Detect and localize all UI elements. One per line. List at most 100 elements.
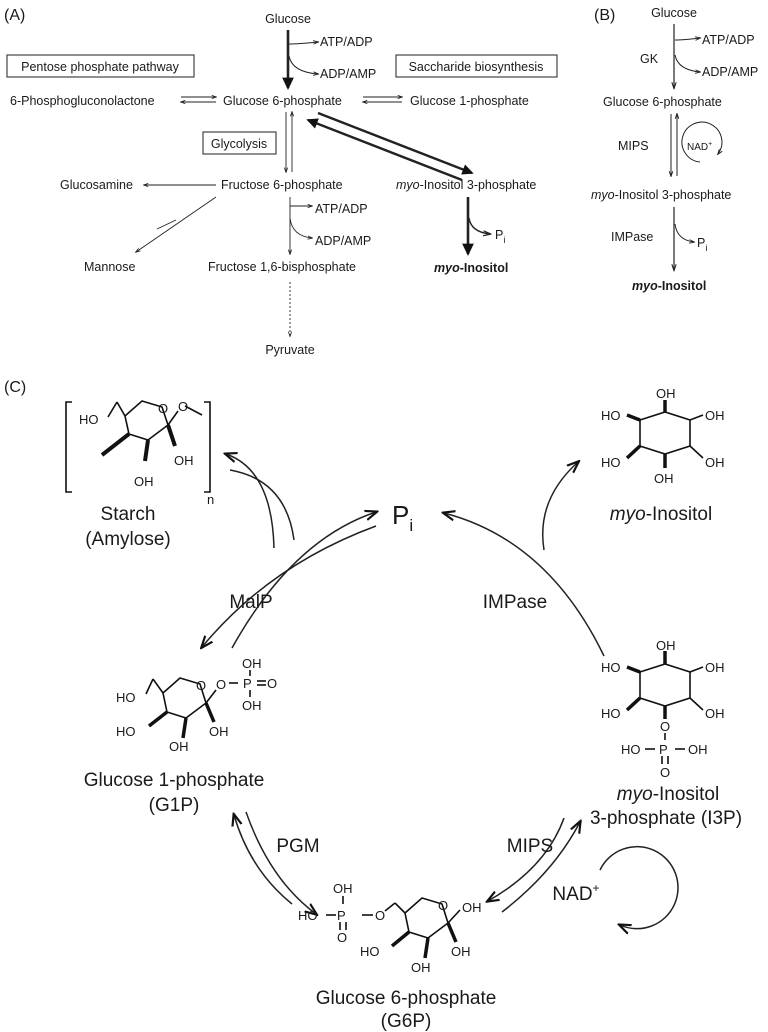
arrow-pi-to-g1p [202,525,377,647]
b-mips: MIPS [618,139,649,153]
ino-ho-left: HO [601,408,621,423]
myo-inositol-structure [625,400,704,468]
a-box-sb [395,54,558,78]
b-glucose: Glucose [651,6,697,20]
a-f6p: Fructose 6-phosphate [221,178,343,192]
a-adp-amp: ADP/AMP [320,67,376,81]
g6p-p-oh-top: OH [333,881,353,896]
nad-cycle-arrow [599,845,679,929]
a-atp-curve [288,42,318,44]
i3p-ho-left: HO [601,660,621,675]
g6p-oh-2: OH [451,944,471,959]
b-impase: IMPase [611,230,653,244]
starch-label: Starch [101,504,156,525]
a-glucosamine: Glucosamine [60,178,133,192]
starch-ring-o: O [158,401,168,416]
arrow-from-starch [229,469,295,541]
arrow-i3p-to-pi [444,513,605,657]
b-adp-amp: ADP/AMP [702,65,758,79]
i3p-structure [625,651,704,764]
ino-ho-lower-left: HO [601,455,621,470]
arrow-g6p-to-i3p [501,822,580,913]
g1p-p-o: O [267,676,277,691]
arrow-to-starch [226,454,275,549]
a-atp-adp: ATP/ADP [320,35,373,49]
ino-oh-top: OH [656,386,676,401]
b-pi: Pi [697,236,707,253]
arrow-g1p-to-pi [231,512,376,649]
i3p-ho-p: HO [621,742,641,757]
i3p-name-line1: myo-Inositol [617,784,719,805]
starch-structure [65,400,211,493]
g1p-ho-4: HO [116,724,136,739]
a-box-glycolysis-label: Glycolysis [211,137,267,151]
a-box-ppp-label: Pentose phosphate pathway [21,60,180,74]
g1p-oh-3: OH [169,739,189,754]
i3p-oh-right: OH [705,660,725,675]
g6p-p: P [337,908,346,923]
ino-oh-lower-right: OH [705,455,725,470]
g1p-structure [145,670,266,739]
i3p-p-o: O [660,765,670,780]
a-g6p: Glucose 6-phosphate [223,94,342,108]
i3p-p: P [659,742,668,757]
a-atp-adp-2: ATP/ADP [315,202,368,216]
panel-c: (C) HO O O OH OH n Starch (Amylose) [4,379,742,1032]
a-box-glycolysis [202,131,277,155]
c-pi: Pi [392,500,413,535]
c-nad: NAD+ [552,881,599,905]
g1p-p-oh-top: OH [242,656,262,671]
c-mips: MIPS [507,836,553,857]
a-box-sb-label: Saccharide biosynthesis [409,60,544,74]
b-i3p: myo-Inositol 3-phosphate [591,188,731,202]
g1p-name: Glucose 1-phosphate [84,770,265,791]
starch-ho: HO [79,412,99,427]
g6p-ho-4: HO [360,944,380,959]
b-myo-inositol: myo-Inositol [632,279,706,293]
starch-o-link: O [178,399,188,414]
g1p-ho-6: HO [116,690,136,705]
a-adp-amp-2: ADP/AMP [315,234,371,248]
panel-b-label: (B) [594,7,615,24]
i3p-oh-top: OH [656,638,676,653]
i3p-oh-lower-right: OH [705,706,725,721]
a-box-ppp [6,54,195,78]
b-atp-adp: ATP/ADP [702,33,755,47]
g6p-oh-1: OH [462,900,482,915]
g1p-abbr: (G1P) [149,795,200,816]
c-impase: IMPase [483,592,547,613]
i3p-oh-p: OH [688,742,708,757]
i3p-o-link: O [660,719,670,734]
i3p-ho-lower-left: HO [601,706,621,721]
amylose-label: (Amylose) [85,529,171,550]
g1p-oh-2: OH [209,724,229,739]
g6p-o-link: O [375,908,385,923]
g6p-name: Glucose 6-phosphate [316,988,497,1009]
a-adp-curve [288,55,318,74]
a-fbp: Fructose 1,6-bisphosphate [208,260,356,274]
g6p-ho-p: HO [298,908,318,923]
a-mannose: Mannose [84,260,135,274]
ino-oh-bottom: OH [654,471,674,486]
a-arrow-i3p-g6p [306,118,463,182]
panel-a: (A) Glucose ATP/ADP ADP/AMP Pentose phos… [4,7,558,357]
g6p-oh-3: OH [411,960,431,975]
arrow-to-inositol [541,462,578,551]
a-arrow-g6p-i3p [317,111,474,175]
arrow-i3p-to-g6p [488,817,565,901]
starch-n: n [207,492,214,507]
panel-c-label: (C) [4,379,26,396]
a-glucose: Glucose [265,12,311,26]
arrow-g6p-to-g1p [234,815,293,905]
i3p-name-line2: 3-phosphate (I3P) [590,808,742,829]
a-myo-inositol: myo-Inositol [434,261,508,275]
a-i3p: myo-Inositol 3-phosphate [396,178,536,192]
c-pgm: PGM [276,836,319,857]
arrow-g1p-to-g6p [245,811,316,914]
b-g6p: Glucose 6-phosphate [603,95,722,109]
b-gk: GK [640,52,659,66]
g6p-abbr: (G6P) [381,1011,432,1032]
g1p-p-oh-bottom: OH [242,698,262,713]
c-myo-inositol: myo-Inositol [610,504,712,525]
